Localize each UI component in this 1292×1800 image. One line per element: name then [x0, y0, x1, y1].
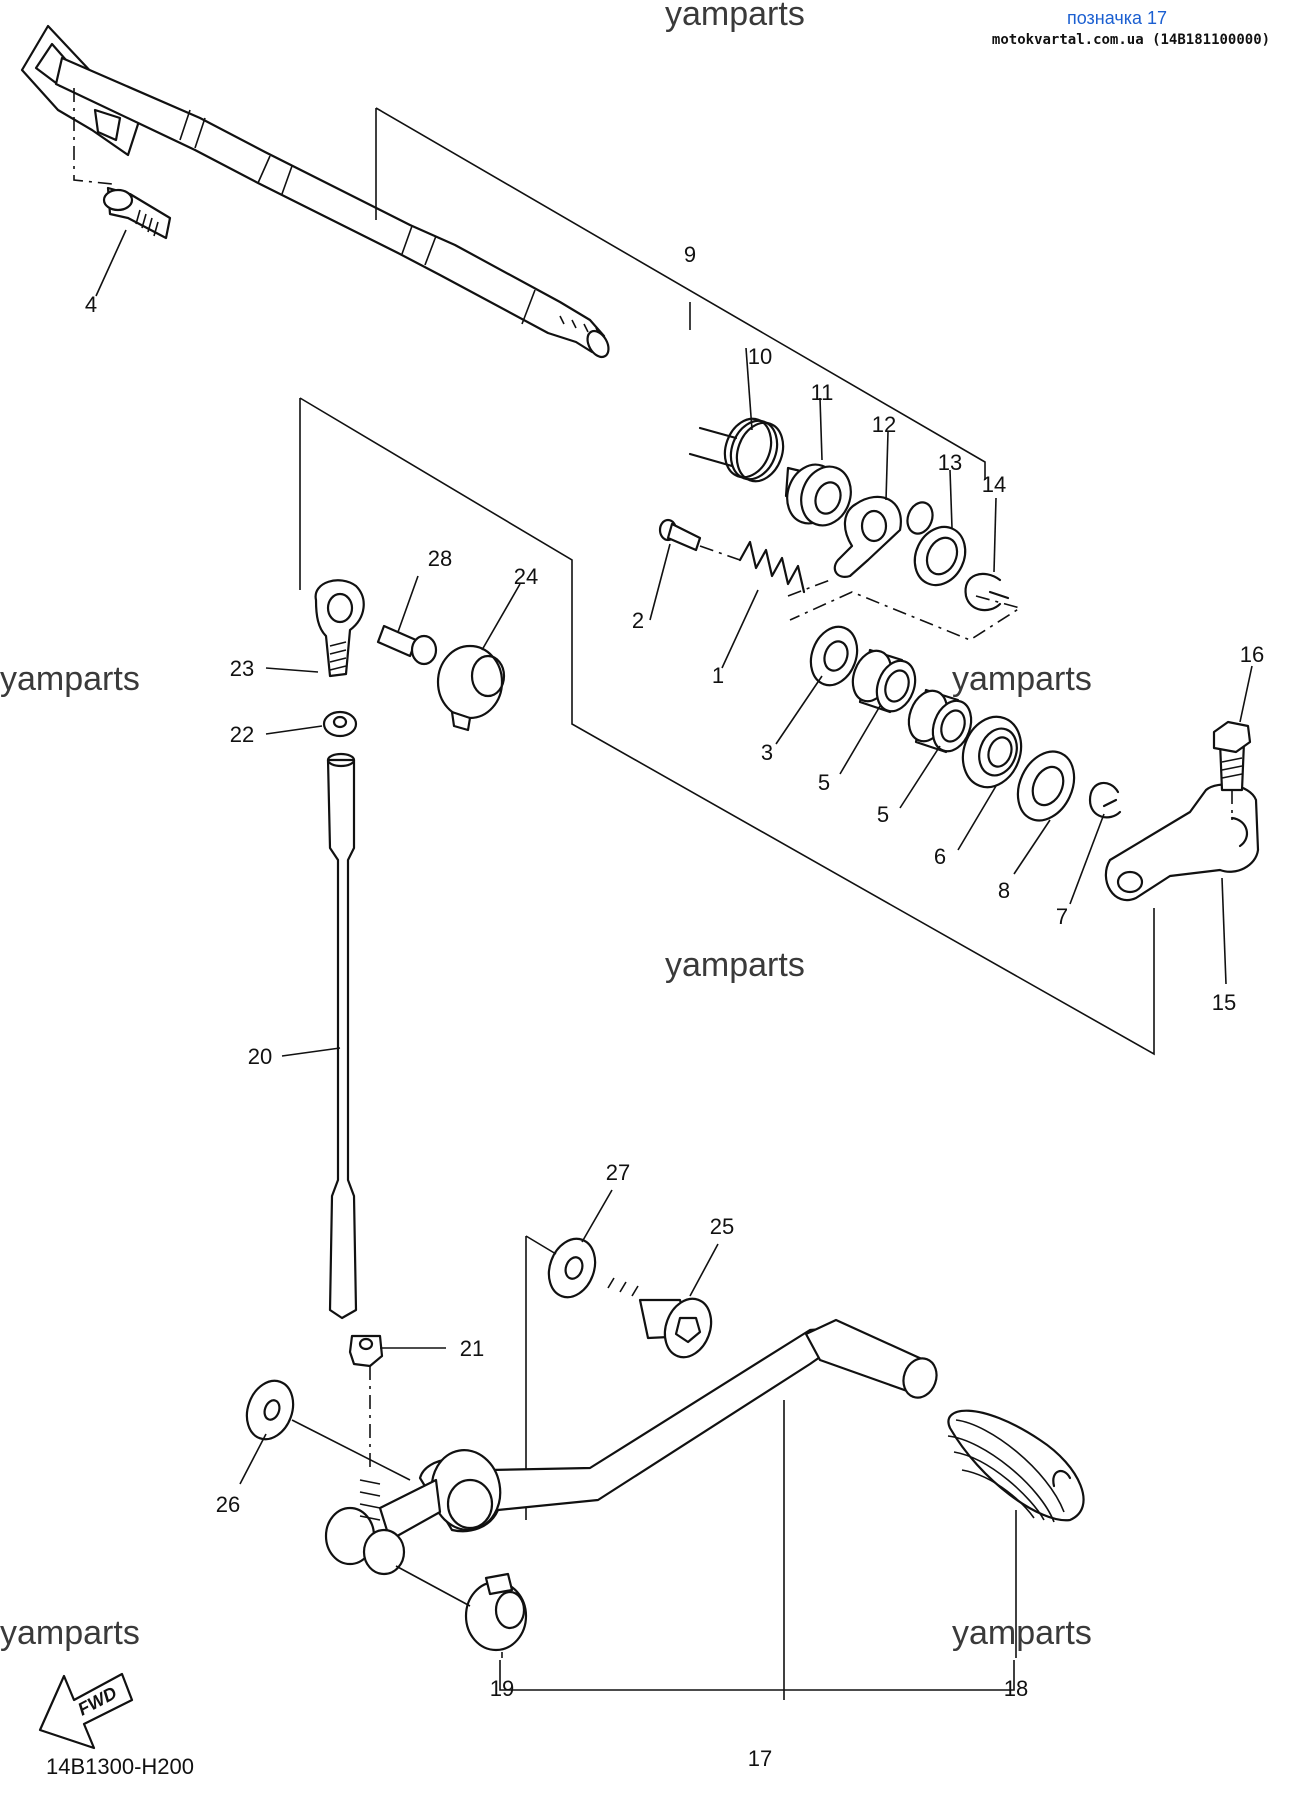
watermark-left-bottom: yamparts	[0, 1614, 140, 1652]
callout-3: 3	[761, 740, 773, 765]
dash-line-1-2	[699, 545, 831, 597]
callout-6: 6	[934, 844, 946, 869]
callout-9: 9	[684, 242, 696, 267]
spring-part-10	[688, 417, 785, 483]
callout-1: 1	[712, 663, 724, 688]
bolt-part-2	[658, 518, 702, 552]
bolt-part-16	[1212, 720, 1252, 792]
callout-10: 10	[748, 344, 772, 369]
callout-23: 23	[230, 656, 254, 681]
diagram-code: 14B1300-H200	[46, 1754, 194, 1779]
header-site: motokvartal.com.ua (14B181100000)	[992, 32, 1270, 48]
callout-18: 18	[1004, 1676, 1028, 1701]
line-19-pedal	[395, 1565, 471, 1607]
leader-lines	[95, 229, 1253, 1658]
fwd-arrow-icon: FWD	[38, 1672, 134, 1750]
callout-14: 14	[982, 472, 1006, 497]
callout-15: 15	[1212, 990, 1236, 1015]
stopper-plate-part-12	[833, 495, 934, 578]
callout-labels: 1 2 3 4 5 5 6 7 8 9 10 11 12 13 14 15 16…	[85, 242, 1264, 1771]
dash-line-4	[73, 88, 113, 185]
watermark-right-mid: yamparts	[952, 660, 1092, 698]
washer-part-27	[547, 1237, 597, 1299]
bushing-part-5a	[851, 648, 917, 714]
cover-part-24	[436, 644, 506, 732]
shift-pedal-part-17	[324, 1318, 938, 1576]
oil-seal-part-6	[961, 715, 1023, 789]
bracket-17	[499, 1400, 1015, 1700]
callout-22: 22	[230, 722, 254, 747]
washer-part-3	[809, 625, 859, 687]
watermark-center: yamparts	[665, 946, 805, 984]
callout-27: 27	[606, 1160, 630, 1185]
collar-part-11	[784, 463, 852, 527]
pedal-rubber-part-18	[947, 1409, 1085, 1523]
bushing-part-5b	[907, 688, 973, 754]
callout-12: 12	[872, 412, 896, 437]
callout-20: 20	[248, 1044, 272, 1069]
line-26-pedal	[291, 1419, 411, 1481]
callout-7: 7	[1056, 904, 1068, 929]
callout-28: 28	[428, 546, 452, 571]
shift-arm-part-15	[1104, 783, 1260, 902]
nut-part-22	[322, 710, 358, 738]
shift-rod-part-20	[326, 752, 358, 1320]
spring-part-1	[738, 540, 806, 594]
frame-23-15	[299, 397, 1155, 1056]
cover-part-19	[464, 1572, 528, 1652]
callout-16: 16	[1240, 642, 1264, 667]
callout-4: 4	[85, 292, 97, 317]
callout-17: 17	[748, 1746, 772, 1771]
header-label: позначка 17	[1067, 8, 1167, 28]
callout-5b: 5	[877, 802, 889, 827]
watermark-right-bottom: yamparts	[952, 1614, 1092, 1652]
circlip-part-14	[964, 572, 1010, 612]
callout-11: 11	[811, 380, 834, 405]
rod-end-part-23	[314, 579, 365, 678]
dash-line-14	[789, 591, 1022, 641]
callout-13: 13	[938, 450, 962, 475]
callout-21: 21	[460, 1336, 484, 1361]
callout-19: 19	[490, 1676, 514, 1701]
bolt-part-4	[102, 186, 172, 240]
callout-24: 24	[514, 564, 538, 589]
frame-9-14	[375, 107, 986, 480]
nut-part-21	[348, 1334, 384, 1368]
callout-8: 8	[998, 878, 1010, 903]
callout-25: 25	[710, 1214, 734, 1239]
watermark-top: yamparts	[665, 0, 805, 33]
watermark-left-mid: yamparts	[0, 660, 140, 698]
callout-26: 26	[216, 1492, 240, 1517]
washer-part-8	[1016, 750, 1076, 822]
shift-shaft	[20, 24, 610, 359]
bolt-part-28	[376, 624, 438, 666]
callout-2: 2	[632, 608, 644, 633]
washer-part-26	[245, 1379, 295, 1441]
washer-part-13	[913, 525, 967, 587]
circlip-part-7	[1088, 782, 1122, 819]
callout-5a: 5	[818, 770, 830, 795]
pivot-bolt-part-25	[607, 1277, 713, 1359]
